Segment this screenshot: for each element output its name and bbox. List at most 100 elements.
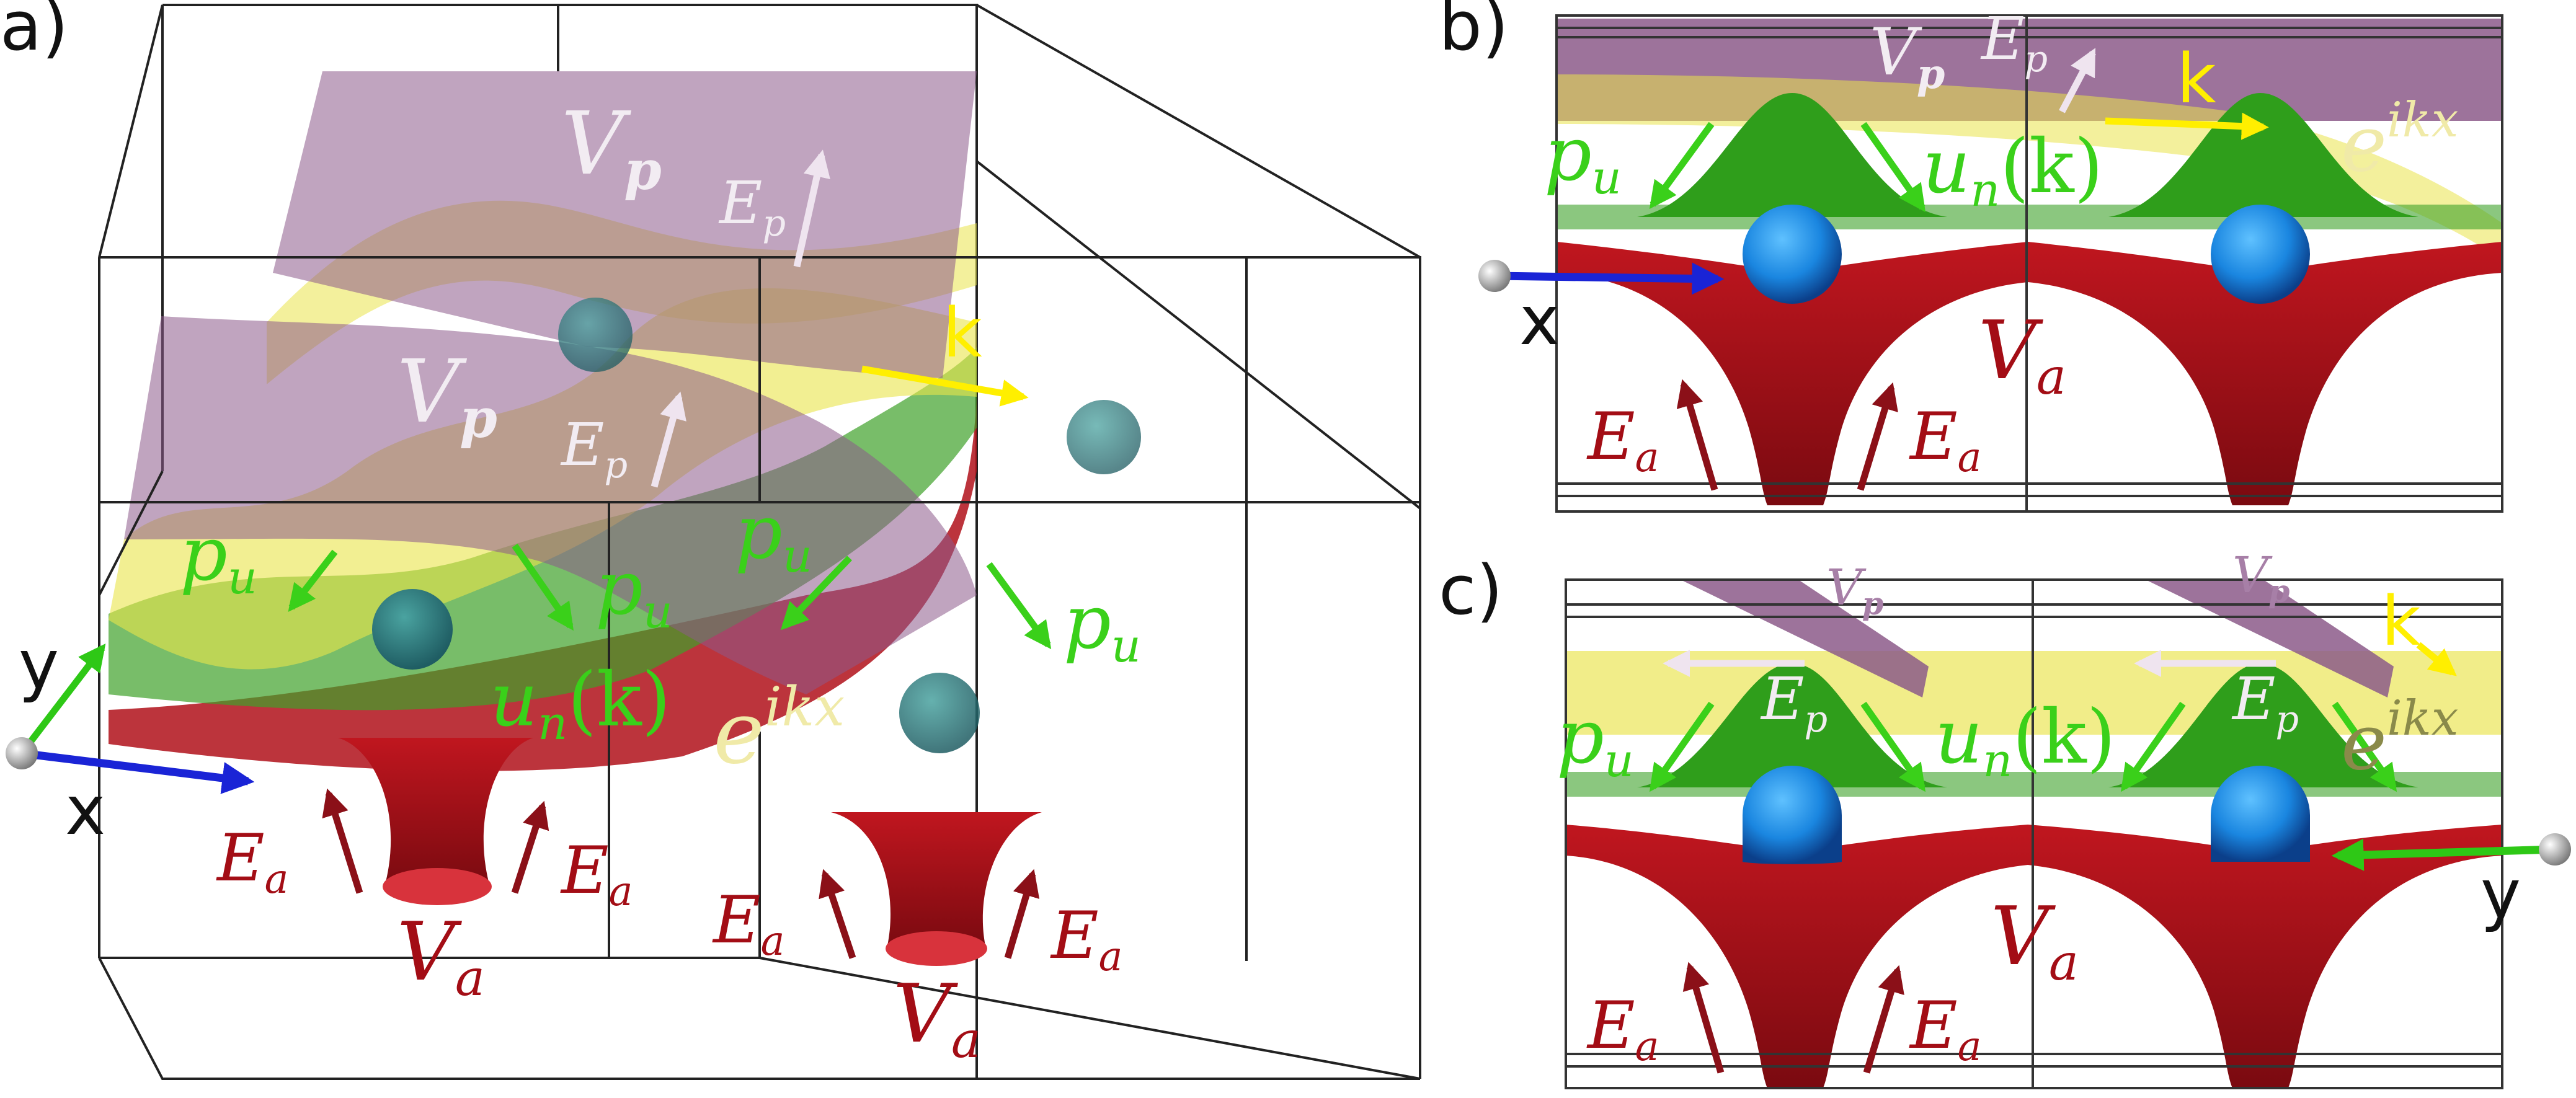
pu-arrow-a2 [512,543,574,631]
Ep-label-a2: Ep [560,411,628,486]
atom-sphere-b1 [1743,205,1842,304]
panel-c-labels: Vp Vp Ep Ep k eikx pu un(k) Va Ea Ea [1557,546,2458,1070]
pu-label-a3: pu [735,490,812,583]
Ea-label-a1: Ea [216,820,288,903]
Ep-label-b: Ep [1980,5,2048,80]
atom-sphere-c2 [2211,766,2310,862]
axes-a: y x [6,625,255,850]
panel-b-arrows [1649,48,2269,491]
Ep-arrow-b [2059,48,2096,113]
eikx-label-c: eikx [2341,691,2458,787]
pu-arrow-c1 [1649,701,1715,792]
x-axis-label-a: x [65,771,105,850]
atom-potential-surface-b [1557,242,2502,505]
y-axis-label-c: y [2481,854,2521,934]
Ea-arrow-c1 [1682,962,1725,1074]
Ea-arrow-b1 [1676,379,1718,491]
pu-label-a1: pu [180,511,257,604]
Ep-label-a1: Ep [718,169,786,244]
Ea-label-c1: Ea [1586,988,1659,1070]
pu-label-a4: pu [1064,580,1141,673]
atom-sphere-a1 [558,298,633,372]
panel-b: b) [1439,0,2503,513]
Va-label-c: Va [1991,889,2079,992]
k-label-a: k [943,293,982,373]
k-label-b: k [2177,39,2216,118]
Ea-arrow-a2 [511,800,549,894]
panel-b-labels: Vp Ep k eikx pu un(k) Va Ea Ea [1544,5,2458,481]
panel-b-frame [1555,14,2503,513]
pu-label-b: pu [1544,112,1622,205]
pseudo-potential-plane-c2 [2146,580,2394,697]
Ea-label-b2: Ea [1909,399,1981,481]
panel-a-arrows [288,149,1052,959]
pseudo-potential-plane-c1 [1681,580,1929,697]
Ea-arrow-a1 [322,788,363,894]
eikx-label-b: eikx [2341,92,2458,189]
panel-a-letter: a) [0,0,68,66]
panel-c: c) [1439,546,2571,1089]
Ea-arrow-b2 [1857,382,1898,491]
k-arrow-b [2105,112,2269,140]
axes-c: y [2331,833,2571,934]
Vp-label-c2: Vp [2232,546,2290,609]
panel-a-box-front [98,4,1421,1080]
atom-sphere-a4 [899,673,980,753]
pu-arrow-a3 [780,556,852,631]
axes-b: x [1478,260,1725,360]
pu-arrow-c3 [2120,701,2186,792]
panel-c-letter: c) [1439,551,1503,630]
pu-arrow-a1 [288,549,338,612]
pu-arrow-c4 [2332,701,2397,792]
k-arrow-a [861,365,1029,407]
eikx-label-a: eikx [713,676,845,784]
panel-a: a) [0,0,1421,1080]
atom-potential-sheet-a [109,397,977,771]
Va-label-a1: Va [397,905,485,1007]
Ea-arrow-a3 [819,869,856,959]
y-axis-label-a: y [19,625,59,704]
pseudo-potential-sheet-a-front [124,316,977,694]
atom-sphere-a3 [372,589,453,670]
Va-label-b: Va [1978,303,2066,406]
Va-label-a2: Va [893,967,981,1069]
Ea-arrow-a4 [1004,869,1040,959]
un-label-c: un(k) [1935,694,2116,787]
atom-potential-wells-a [338,738,1042,966]
Ep-arrow-a1 [793,149,830,268]
pseudo-potential-sheet-a-back [273,71,977,378]
Ea-label-c2: Ea [1909,988,1981,1070]
pu-arrow-c2 [1860,701,1926,792]
Vp-label-a2: Vp [397,342,497,450]
pu-label-c: pu [1557,694,1634,787]
pu-arrow-b1 [1649,122,1715,210]
k-label-c: k [2381,582,2421,661]
atom-potential-surface-c [1566,825,2502,1088]
Ea-label-a2: Ea [560,833,633,915]
bloch-peaks-c [1637,663,2418,787]
un-label-b: un(k) [1922,124,2103,217]
Ea-label-a4: Ea [1050,898,1122,980]
atom-sphere-b2 [2211,205,2310,304]
Ep-label-c1: Ep [1760,665,1828,740]
x-axis-label-b: x [1519,281,1560,360]
pu-label-a2: pu [595,546,673,639]
Ep-label-c2: Ep [2231,665,2299,740]
atom-sphere-a2 [1067,400,1141,474]
atom-sphere-c1 [1743,766,1842,864]
panel-b-letter: b) [1439,0,1509,66]
Ep-arrow-a2 [651,391,686,488]
pu-arrow-b2 [1860,122,1926,213]
Vp-label-b: Vp [1870,14,1945,98]
pu-arrow-a4 [986,562,1052,650]
Ea-label-b1: Ea [1586,399,1659,481]
panel-c-arrows [1649,642,2457,1074]
panel-a-labels: Vp Vp Ep Ep k pu pu pu pu un(k) eikx Ea … [180,94,1141,1069]
k-arrow-c [2416,642,2457,676]
un-label-a: un(k) [490,657,671,750]
Vp-label-a1: Vp [561,94,662,202]
Ea-label-a3: Ea [712,882,784,965]
Vp-label-c1: Vp [1826,559,1884,622]
Ea-arrow-c2 [1863,965,1904,1074]
